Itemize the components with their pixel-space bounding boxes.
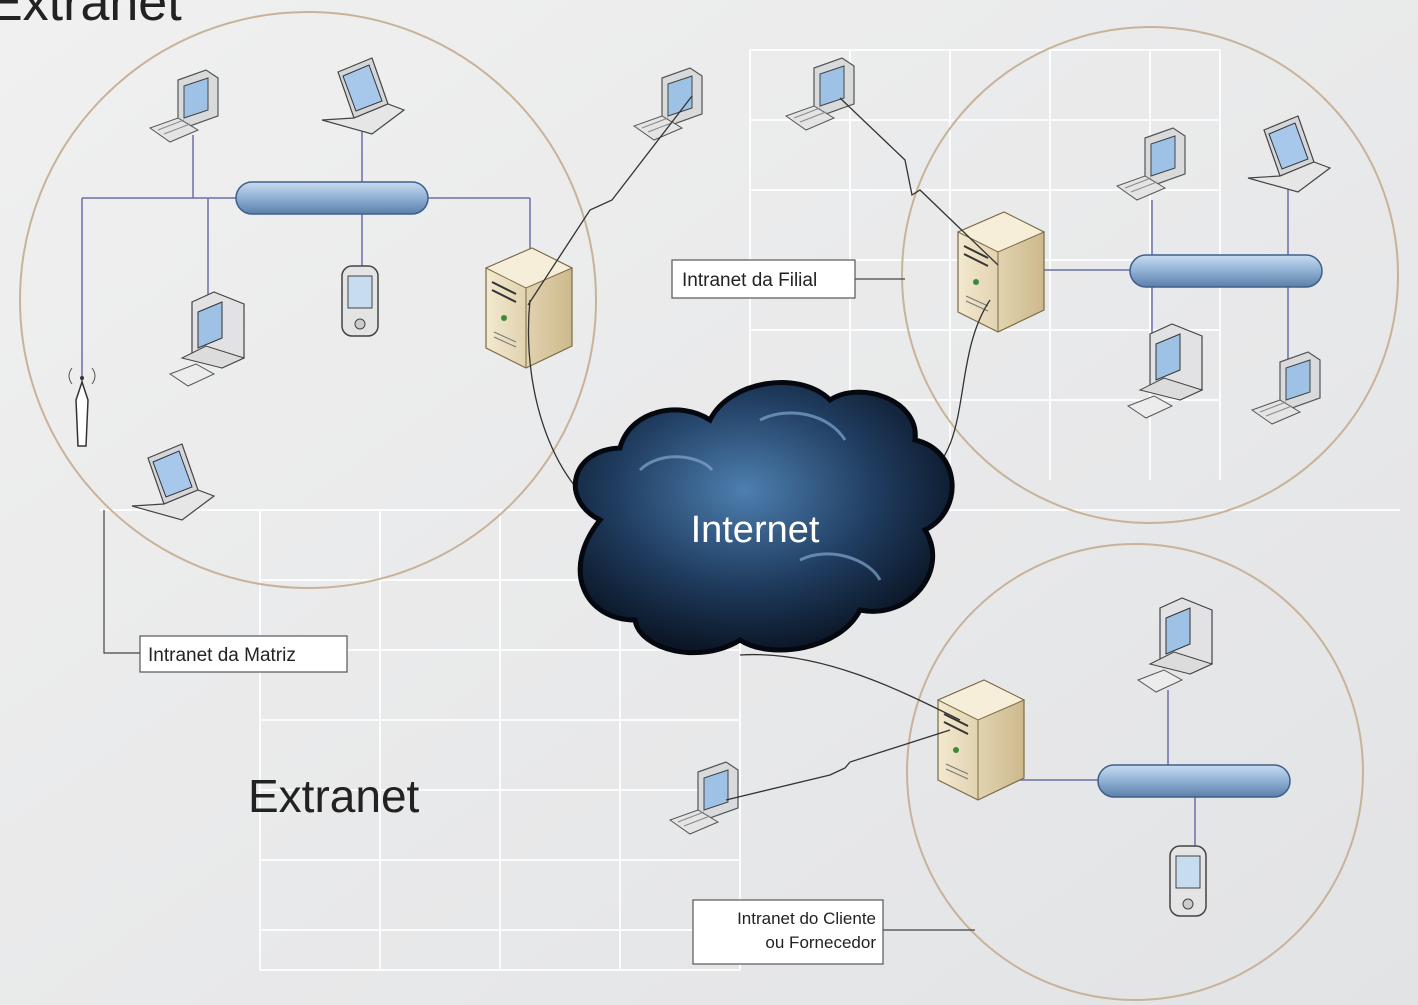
label-cliente-line2: ou Fornecedor (765, 933, 876, 952)
label-matriz: Intranet da Matriz (148, 645, 296, 666)
cliente-zone-circle (906, 543, 1364, 1001)
matriz-zone-circle (19, 11, 597, 589)
matriz-network-bus (235, 181, 429, 215)
label-filial-box: Intranet da Filial (671, 259, 856, 299)
filial-network-bus (1129, 254, 1323, 288)
wireless-access-point-icon (68, 367, 96, 447)
filial-server-icon (957, 211, 1045, 333)
callout-lines (103, 278, 975, 931)
matriz-pda-icon (341, 265, 379, 337)
cliente-network-bus (1097, 764, 1291, 798)
label-cliente-box: Intranet do Cliente ou Fornecedor (692, 899, 884, 965)
extranet-caption: Extranet (248, 770, 420, 822)
label-filial: Intranet da Filial (682, 270, 817, 291)
label-matriz-box: Intranet da Matriz (139, 635, 348, 673)
cliente-pda-icon (1169, 845, 1207, 917)
cliente-server-icon (937, 679, 1025, 801)
internet-label: Internet (691, 509, 820, 551)
filial-zone-circle (901, 26, 1399, 524)
page-title: Extranet (0, 0, 182, 32)
internet-cloud: Internet (572, 380, 955, 656)
label-cliente-line1: Intranet do Cliente (737, 909, 876, 928)
